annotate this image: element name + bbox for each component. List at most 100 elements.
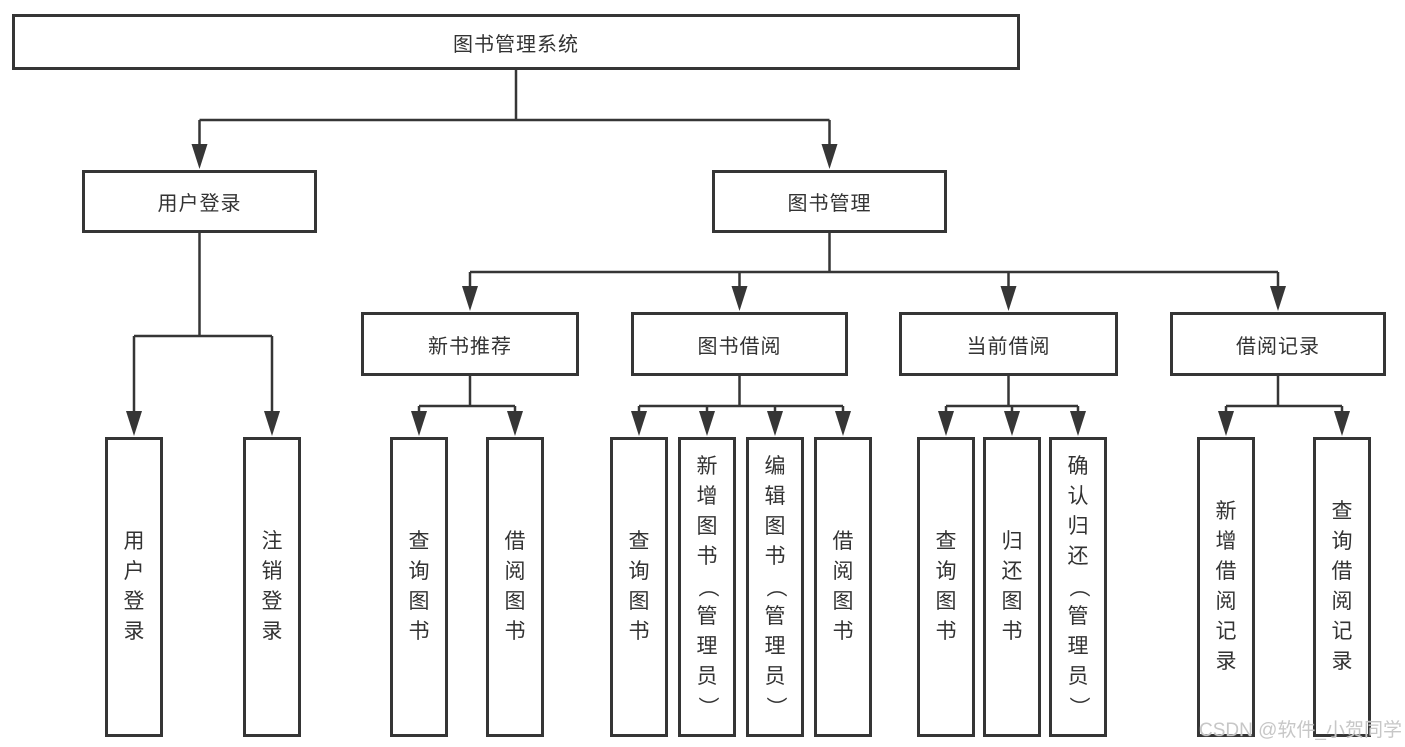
node-label-char: 理 <box>1067 635 1089 658</box>
node-label-char: 图 <box>764 515 786 538</box>
node-label-char: 图 <box>1001 590 1023 613</box>
node-label-char: 借 <box>1331 560 1353 583</box>
node-label-char: 登 <box>261 590 283 613</box>
node-label: 图书管理系统 <box>453 33 579 56</box>
node-c-query: 查询图书 <box>917 437 975 737</box>
node-label-char: 管 <box>764 605 786 628</box>
node-label-char: 书 <box>764 545 786 568</box>
node-label-char: 书 <box>696 545 718 568</box>
node-label: 用户登录 <box>157 193 242 215</box>
node-label-char: 新 <box>696 455 718 478</box>
node-label-char: 图 <box>832 590 854 613</box>
node-label-char: 编 <box>764 455 786 478</box>
node-label-char: 借 <box>832 530 854 553</box>
node-c-confirm: 确认归还 （ 管理员 ） <box>1049 437 1107 737</box>
node-label-char: 书 <box>408 620 430 643</box>
node-label-char: 销 <box>261 560 283 583</box>
node-label-char: 书 <box>628 620 650 643</box>
node-label-char: 辑 <box>764 485 786 508</box>
node-label-char: 阅 <box>1215 590 1237 613</box>
node-label-char: 询 <box>935 560 957 583</box>
node-label-char: 新 <box>1215 500 1237 523</box>
node-label-char: 图 <box>504 590 526 613</box>
node-label-char: 图 <box>408 590 430 613</box>
node-nb-query: 查询图书 <box>390 437 448 737</box>
node-label-char: 阅 <box>832 560 854 583</box>
node-current: 当前借阅 <box>899 312 1118 376</box>
node-label-char: 查 <box>935 530 957 553</box>
node-label-char: 记 <box>1331 620 1353 643</box>
node-r-add: 新增借阅记录 <box>1197 437 1255 737</box>
node-b-add: 新增图书 （ 管理员 ） <box>678 437 736 737</box>
node-nb-borrow: 借阅图书 <box>486 437 544 737</box>
node-label-char: 员 <box>764 665 786 688</box>
node-label-char: 管 <box>1067 605 1089 628</box>
node-label-char: 查 <box>1331 500 1353 523</box>
node-borrow: 图书借阅 <box>631 312 848 376</box>
node-bookmgmt: 图书管理 <box>712 170 947 233</box>
node-r-query: 查询借阅记录 <box>1313 437 1371 737</box>
node-b-edit: 编辑图书 （ 管理员 ） <box>746 437 804 737</box>
node-label-char: 还 <box>1067 545 1089 568</box>
node-label-char: 确 <box>1067 455 1089 478</box>
node-c-return: 归还图书 <box>983 437 1041 737</box>
node-root: 图书管理系统 <box>12 14 1020 70</box>
node-label-char: 询 <box>1331 530 1353 553</box>
node-label-char: 录 <box>1331 650 1353 673</box>
node-logout: 注销登录 <box>243 437 301 737</box>
node-label: 图书借阅 <box>697 335 782 358</box>
node-label-char: 阅 <box>1331 590 1353 613</box>
node-new-book: 新书推荐 <box>361 312 579 376</box>
node-label-char: 理 <box>696 635 718 658</box>
node-label-char: ） <box>1067 696 1090 718</box>
node-label-char: 书 <box>832 620 854 643</box>
node-label-char: 书 <box>935 620 957 643</box>
node-label: 当前借阅 <box>966 335 1051 358</box>
node-label-char: 认 <box>1067 485 1089 508</box>
node-label-char: 增 <box>1215 530 1237 553</box>
node-label-char: ） <box>696 696 719 718</box>
node-label-char: 图 <box>935 590 957 613</box>
node-label: 图书管理 <box>787 193 872 215</box>
node-label-char: 图 <box>696 515 718 538</box>
node-b-query: 查询图书 <box>610 437 668 737</box>
node-label-char: 记 <box>1215 620 1237 643</box>
node-label-char: 登 <box>123 590 145 613</box>
node-label-char: 书 <box>1001 620 1023 643</box>
node-label-char: 借 <box>1215 560 1237 583</box>
node-label-char: 借 <box>504 530 526 553</box>
node-label-char: 管 <box>696 605 718 628</box>
node-label-char: 员 <box>1067 665 1089 688</box>
node-label-char: （ <box>764 576 787 598</box>
node-label-char: 员 <box>696 665 718 688</box>
node-label: 借阅记录 <box>1236 335 1320 358</box>
node-label-char: 理 <box>764 635 786 658</box>
node-label: 新书推荐 <box>428 335 512 358</box>
node-label-char: 用 <box>123 530 145 553</box>
node-label-char: （ <box>696 576 719 598</box>
node-label-char: 归 <box>1067 515 1089 538</box>
node-label-char: 录 <box>261 620 283 643</box>
node-label-char: （ <box>1067 576 1090 598</box>
node-label-char: 查 <box>408 530 430 553</box>
node-label-char: 归 <box>1001 530 1023 553</box>
node-label-char: 书 <box>504 620 526 643</box>
node-label-char: 询 <box>408 560 430 583</box>
node-label-char: 注 <box>261 530 283 553</box>
node-label-char: 图 <box>628 590 650 613</box>
node-label-char: 录 <box>1215 650 1237 673</box>
node-label-char: 还 <box>1001 560 1023 583</box>
watermark-text: CSDN @软件_小贺同学 <box>1199 720 1402 741</box>
node-label-char: 增 <box>696 485 718 508</box>
node-label-char: 录 <box>123 620 145 643</box>
node-label-char: ） <box>764 696 787 718</box>
node-label-char: 户 <box>123 560 145 583</box>
node-login: 用户登录 <box>82 170 317 233</box>
node-user-login: 用户登录 <box>105 437 163 737</box>
node-records: 借阅记录 <box>1170 312 1386 376</box>
node-b-borrow: 借阅图书 <box>814 437 872 737</box>
node-label-char: 询 <box>628 560 650 583</box>
node-label-char: 查 <box>628 530 650 553</box>
